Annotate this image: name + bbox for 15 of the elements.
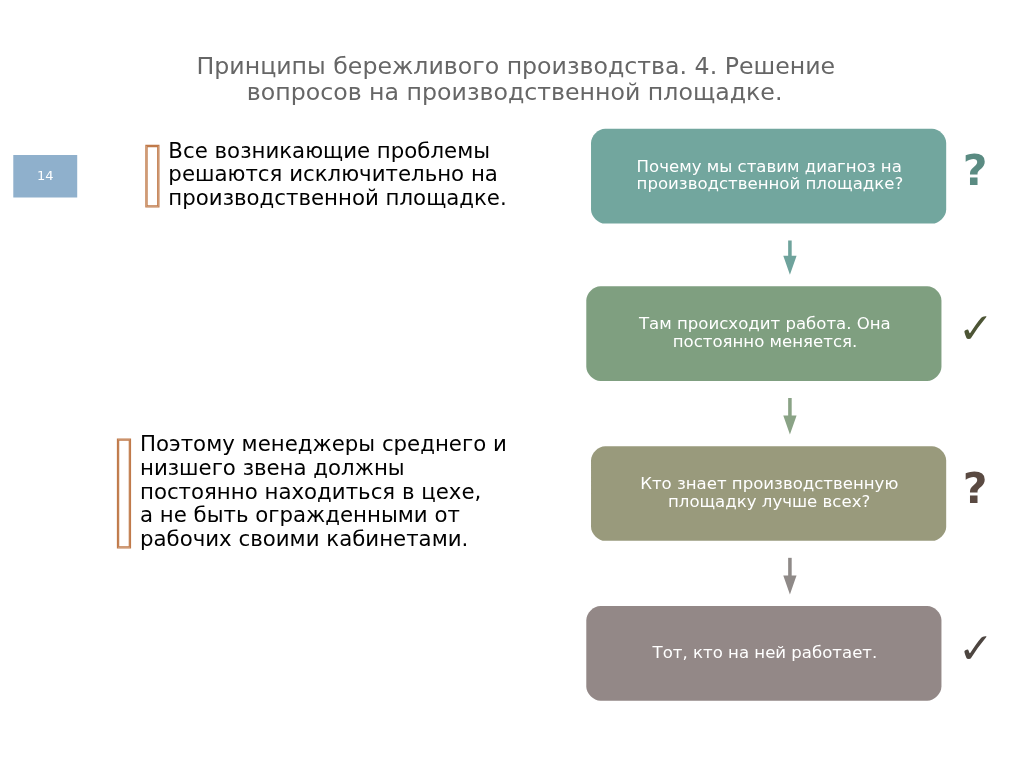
node-label: ✓ bbox=[958, 302, 994, 353]
node-box: Тот, кто на ней работает. bbox=[586, 606, 942, 701]
label: Поэтому менеджеры среднего и низшего звена должны постоянно находиться в цехе, а не быть огражденными от рабочих своими кабинетами. bbox=[139, 431, 507, 552]
arrow bbox=[783, 557, 797, 595]
arrow bbox=[783, 398, 797, 435]
diagram-title: Принципы бережливого производства. 4. Решение вопросов на производственной площадке. bbox=[196, 52, 836, 107]
node-box: Кто знает производственную площадку лучше всех? bbox=[591, 446, 947, 541]
label: Все возникающие проблемы решаются исключительно на производственной площадке. bbox=[168, 137, 507, 211]
node-label: ? bbox=[962, 462, 988, 513]
node-box: Там происходит работа. Она постоянно меняется. bbox=[586, 286, 942, 382]
node-box: Почему мы ставим диагноз на производственной площадке? bbox=[591, 128, 947, 224]
node-label: ✓ bbox=[958, 622, 994, 673]
arrow bbox=[783, 240, 797, 275]
node-label: ? bbox=[962, 145, 988, 196]
label: 14 bbox=[36, 167, 54, 183]
